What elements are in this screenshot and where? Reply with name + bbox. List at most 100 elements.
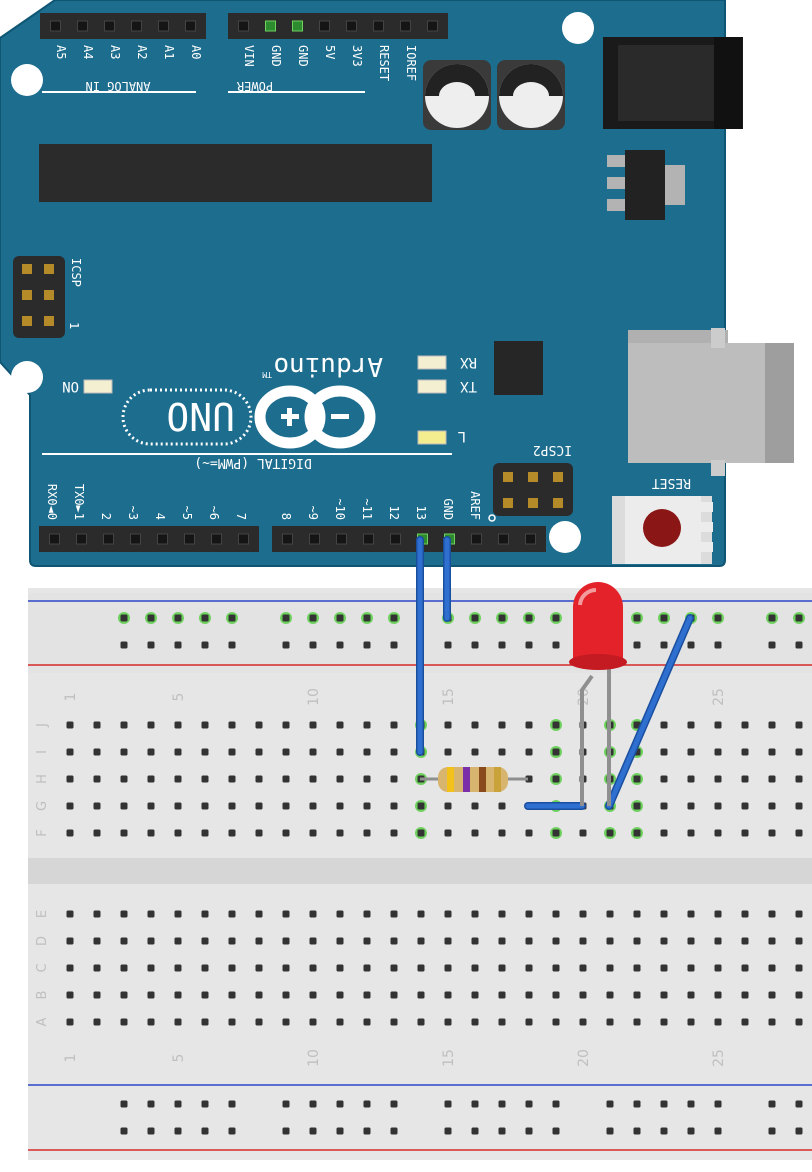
- hole-F2[interactable]: [93, 829, 101, 837]
- hole-E3[interactable]: [120, 910, 128, 918]
- hole-D12[interactable]: [363, 937, 371, 945]
- rail-hole[interactable]: [363, 614, 371, 622]
- hole-F28[interactable]: [795, 829, 803, 837]
- hole-F13[interactable]: [390, 829, 398, 837]
- header-pin[interactable]: [336, 533, 347, 545]
- rail-hole[interactable]: [201, 614, 209, 622]
- rail-hole[interactable]: [498, 1127, 506, 1135]
- hole-C21[interactable]: [606, 964, 614, 972]
- icsp2-pin[interactable]: [553, 498, 563, 508]
- icsp2-pin[interactable]: [528, 472, 538, 482]
- rail-hole[interactable]: [309, 614, 317, 622]
- hole-F22[interactable]: [633, 829, 641, 837]
- hole-I17[interactable]: [498, 748, 506, 756]
- rail-hole[interactable]: [363, 641, 371, 649]
- hole-G1[interactable]: [66, 802, 74, 810]
- hole-H23[interactable]: [660, 775, 668, 783]
- hole-D21[interactable]: [606, 937, 614, 945]
- rail-hole[interactable]: [282, 614, 290, 622]
- hole-D27[interactable]: [768, 937, 776, 945]
- hole-E21[interactable]: [606, 910, 614, 918]
- hole-F16[interactable]: [471, 829, 479, 837]
- hole-D13[interactable]: [390, 937, 398, 945]
- hole-C22[interactable]: [633, 964, 641, 972]
- rail-hole[interactable]: [444, 641, 452, 649]
- hole-J28[interactable]: [795, 721, 803, 729]
- hole-E15[interactable]: [444, 910, 452, 918]
- rail-hole[interactable]: [228, 1127, 236, 1135]
- rail-hole[interactable]: [444, 1127, 452, 1135]
- header-pin[interactable]: [103, 533, 114, 545]
- hole-G5[interactable]: [174, 802, 182, 810]
- rail-hole[interactable]: [282, 1100, 290, 1108]
- hole-F18[interactable]: [525, 829, 533, 837]
- hole-J24[interactable]: [687, 721, 695, 729]
- hole-D17[interactable]: [498, 937, 506, 945]
- header-pin[interactable]: [319, 20, 330, 32]
- header-pin[interactable]: [373, 20, 384, 32]
- hole-D14[interactable]: [417, 937, 425, 945]
- rail-hole[interactable]: [498, 641, 506, 649]
- rail-hole[interactable]: [336, 641, 344, 649]
- hole-B5[interactable]: [174, 991, 182, 999]
- rail-hole[interactable]: [147, 1127, 155, 1135]
- hole-E11[interactable]: [336, 910, 344, 918]
- hole-A23[interactable]: [660, 1018, 668, 1026]
- icsp2-pin[interactable]: [553, 472, 563, 482]
- hole-G26[interactable]: [741, 802, 749, 810]
- hole-G24[interactable]: [687, 802, 695, 810]
- hole-H1[interactable]: [66, 775, 74, 783]
- header-pin[interactable]: [363, 533, 374, 545]
- hole-I26[interactable]: [741, 748, 749, 756]
- rail-hole[interactable]: [714, 1127, 722, 1135]
- hole-J8[interactable]: [255, 721, 263, 729]
- hole-A19[interactable]: [552, 1018, 560, 1026]
- hole-B24[interactable]: [687, 991, 695, 999]
- rail-hole[interactable]: [471, 1100, 479, 1108]
- hole-B8[interactable]: [255, 991, 263, 999]
- rail-hole[interactable]: [714, 1100, 722, 1108]
- hole-F6[interactable]: [201, 829, 209, 837]
- hole-G27[interactable]: [768, 802, 776, 810]
- hole-B13[interactable]: [390, 991, 398, 999]
- hole-C26[interactable]: [741, 964, 749, 972]
- hole-F7[interactable]: [228, 829, 236, 837]
- rail-hole[interactable]: [147, 1100, 155, 1108]
- hole-B19[interactable]: [552, 991, 560, 999]
- hole-F24[interactable]: [687, 829, 695, 837]
- rail-hole[interactable]: [498, 1100, 506, 1108]
- hole-C18[interactable]: [525, 964, 533, 972]
- rail-hole[interactable]: [552, 614, 560, 622]
- icsp-pin[interactable]: [44, 264, 54, 274]
- header-pin[interactable]: [346, 20, 357, 32]
- hole-C6[interactable]: [201, 964, 209, 972]
- icsp-pin[interactable]: [44, 316, 54, 326]
- hole-C23[interactable]: [660, 964, 668, 972]
- hole-A12[interactable]: [363, 1018, 371, 1026]
- rail-hole[interactable]: [363, 1127, 371, 1135]
- hole-B26[interactable]: [741, 991, 749, 999]
- red-led[interactable]: [569, 582, 627, 806]
- hole-E17[interactable]: [498, 910, 506, 918]
- hole-H19[interactable]: [552, 775, 560, 783]
- hole-D26[interactable]: [741, 937, 749, 945]
- rail-hole[interactable]: [309, 641, 317, 649]
- hole-G15[interactable]: [444, 802, 452, 810]
- hole-A26[interactable]: [741, 1018, 749, 1026]
- hole-A17[interactable]: [498, 1018, 506, 1026]
- hole-E22[interactable]: [633, 910, 641, 918]
- header-pin[interactable]: [50, 20, 61, 32]
- hole-C20[interactable]: [579, 964, 587, 972]
- rail-hole[interactable]: [633, 1100, 641, 1108]
- header-pin[interactable]: [292, 20, 303, 32]
- icsp2-pin[interactable]: [528, 498, 538, 508]
- hole-J5[interactable]: [174, 721, 182, 729]
- rail-hole[interactable]: [552, 1100, 560, 1108]
- hole-D6[interactable]: [201, 937, 209, 945]
- hole-D1[interactable]: [66, 937, 74, 945]
- hole-B11[interactable]: [336, 991, 344, 999]
- rail-hole[interactable]: [795, 641, 803, 649]
- header-pin[interactable]: [131, 20, 142, 32]
- hole-I13[interactable]: [390, 748, 398, 756]
- hole-E1[interactable]: [66, 910, 74, 918]
